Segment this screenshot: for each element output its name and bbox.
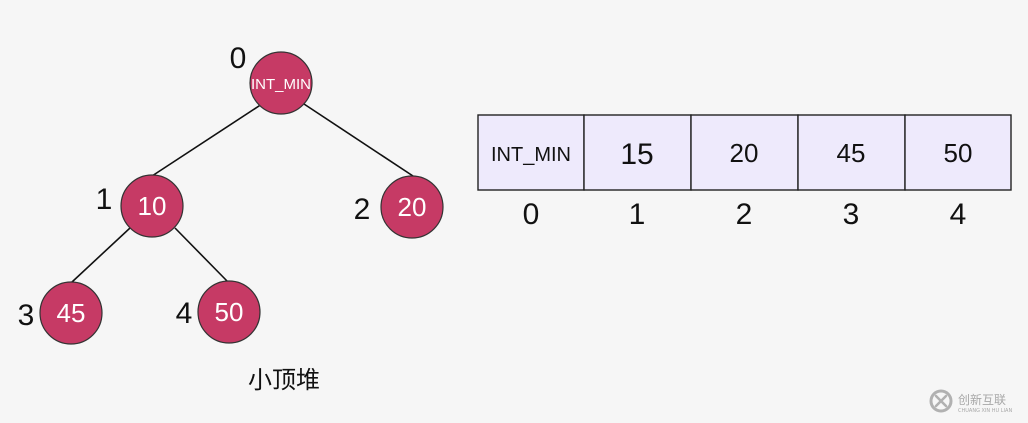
cell-box — [797, 114, 906, 191]
tree-node-1: 10 — [120, 174, 184, 238]
heap-array: INT_MIN 15 20 45 50 — [477, 114, 1012, 191]
node-value: 20 — [398, 192, 427, 222]
cell-value: 20 — [730, 138, 759, 168]
array-index-label: 3 — [843, 198, 860, 231]
tree-node-2: 20 — [380, 175, 444, 239]
cell-value: 50 — [944, 138, 973, 168]
cell-box — [477, 114, 585, 191]
array-cell-3: 45 — [797, 114, 906, 191]
node-index-label: 1 — [96, 183, 113, 216]
watermark-name: 创新互联 — [958, 392, 1006, 407]
cell-value: 45 — [837, 138, 866, 168]
node-circle — [120, 174, 184, 238]
edge-0-1 — [151, 103, 263, 177]
cell-box — [690, 114, 799, 191]
array-cell-2: 20 — [690, 114, 799, 191]
tree-node-3: 45 — [39, 281, 103, 345]
node-circle — [380, 175, 444, 239]
edge-0-2 — [303, 103, 414, 177]
heap-caption: 小顶堆 — [248, 366, 320, 394]
node-value: INT_MIN — [251, 76, 311, 93]
array-cell-4: 50 — [904, 114, 1012, 191]
node-index-label: 0 — [230, 42, 247, 75]
tree-node-0: INT_MIN — [249, 51, 313, 115]
array-index-label: 1 — [629, 198, 646, 231]
edge-1-3 — [71, 227, 131, 283]
node-circle — [249, 51, 313, 115]
node-index-label: 4 — [176, 297, 193, 330]
cell-box — [904, 114, 1012, 191]
node-circle — [197, 280, 261, 344]
array-index-label: 4 — [950, 198, 967, 231]
watermark-logo: 创新互联 CHUANG XIN HU LIAN — [929, 389, 1012, 414]
node-value: 10 — [138, 191, 167, 221]
node-circle — [39, 281, 103, 345]
cell-box — [583, 114, 692, 191]
node-value: 45 — [57, 298, 86, 328]
node-value: 50 — [215, 297, 244, 327]
node-index-label: 2 — [354, 193, 371, 226]
array-indices: 0 1 2 3 4 — [523, 198, 967, 231]
watermark-sub: CHUANG XIN HU LIAN — [958, 408, 1012, 414]
tree-edges — [71, 103, 414, 283]
array-cell-1: 15 — [583, 114, 692, 191]
edge-1-4 — [174, 227, 229, 283]
logo-icon — [929, 389, 953, 413]
cell-value: 15 — [620, 138, 653, 171]
node-index-label: 3 — [18, 299, 35, 332]
array-index-label: 0 — [523, 198, 540, 231]
cell-value: INT_MIN — [491, 144, 571, 166]
array-index-label: 2 — [736, 198, 753, 231]
array-cell-0: INT_MIN — [477, 114, 585, 191]
tree-node-4: 50 — [197, 280, 261, 344]
